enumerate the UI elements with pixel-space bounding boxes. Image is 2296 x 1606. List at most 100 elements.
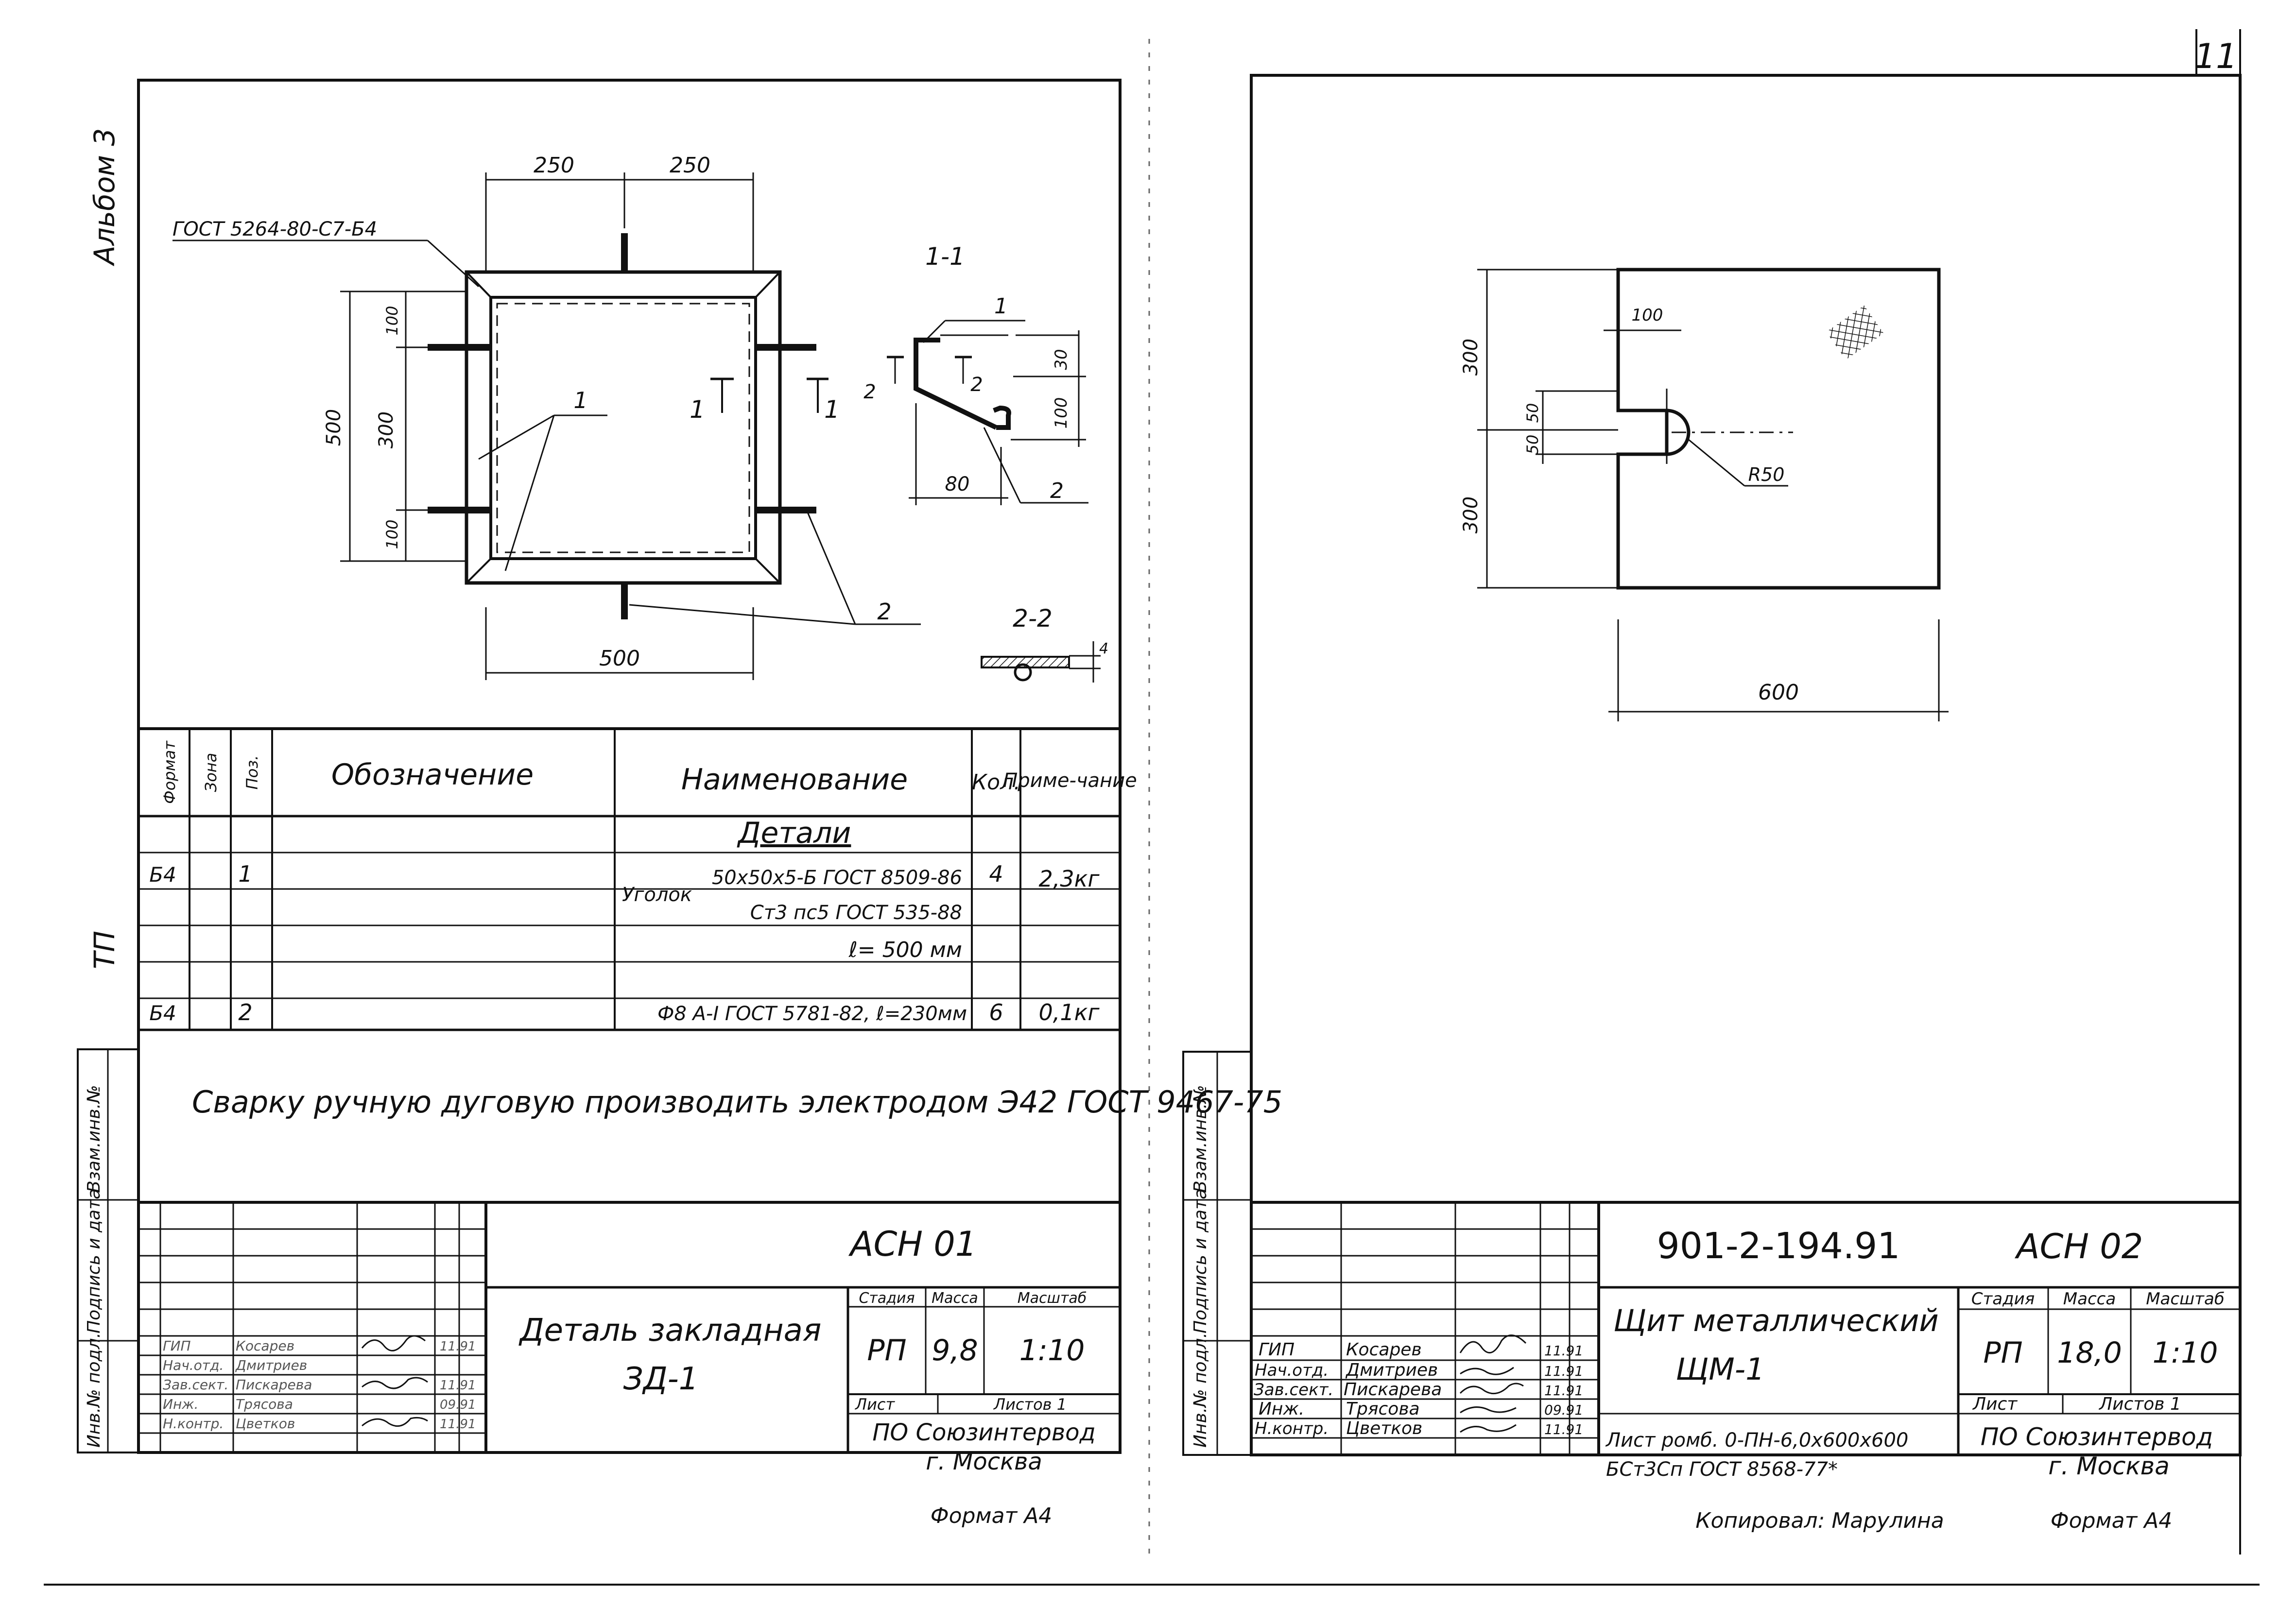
spec-header-qty: Кол. (972, 770, 1020, 795)
pos-1-label: 1 (573, 387, 587, 413)
sec-dim-100: 100 (1052, 397, 1071, 429)
right-sig-date-4: 09.91 (1544, 1402, 1583, 1418)
left-format-label: Формат А4 (931, 1503, 1053, 1528)
shield-dim-600: 600 (1758, 680, 1799, 705)
left-frame (137, 79, 1122, 1454)
shield-dim-300-bottom: 300 (1460, 496, 1482, 533)
pos-1-leader (478, 414, 554, 460)
welding-note: Сварку ручную дуговую производить электр… (192, 1084, 1282, 1120)
dim-250-b: 250 (670, 153, 710, 178)
left-title-line2: ЗД-1 (623, 1361, 699, 1397)
section-hook (993, 405, 1011, 430)
right-mass-label: Масса (2063, 1289, 2116, 1309)
right-sig-role-1: ГИП (1259, 1340, 1295, 1360)
row1-name-line3: ℓ= 500 мм (848, 938, 962, 962)
embedded-plate-plan: 250 250 500 100 300 100 500 1 (323, 153, 921, 680)
section-2-2-plate (981, 656, 1070, 668)
spec-table: Формат Зона Поз. Обозначение Наименовани… (138, 727, 1137, 1031)
row1-format: Б4 (149, 863, 176, 887)
right-sig-role-4: Инж. (1259, 1399, 1304, 1419)
section-1-1: 1-1 30 100 80 1 2 2 2 (863, 242, 1088, 505)
right-stamp-ref-inv: Взам.инв.№ (1191, 1085, 1210, 1193)
right-signature-scribble (1459, 1383, 1524, 1395)
copied-label: Копировал: Марулина (1695, 1508, 1944, 1533)
left-sig-name-2: Дмитриев (235, 1357, 307, 1373)
right-title-line2: ЩМ-1 (1675, 1351, 1764, 1387)
shield-dim-50-a: 50 (1523, 403, 1542, 423)
spec-header-format: Формат (160, 740, 179, 804)
left-stage: РП (867, 1333, 906, 1367)
pos-2-label: 2 (877, 598, 891, 625)
right-sig-name-4: Трясова (1346, 1399, 1420, 1419)
right-signature-scribble (1460, 1367, 1514, 1375)
dim-100-bottom: 100 (383, 519, 401, 549)
row2-name: Ф8 А-I ГОСТ 5781-82, ℓ=230мм (657, 1003, 967, 1025)
radius-leader (1688, 439, 1745, 487)
right-stamp-inv-orig: Инв.№ подл. (1191, 1333, 1210, 1448)
corner-line (755, 271, 781, 298)
right-org-line1: ПО Союзинтервод (1981, 1423, 2213, 1451)
left-signature-scribble (362, 1377, 428, 1389)
right-scale-label: Масштаб (2146, 1289, 2225, 1309)
right-material-line1: Лист ромб. 0-ПН-6,0x600x600 (1605, 1429, 1908, 1452)
row2-format: Б4 (149, 1001, 176, 1025)
left-scale: 1:10 (1019, 1333, 1085, 1367)
left-sig-date-3: 11.91 (440, 1378, 476, 1393)
right-title-line1: Щит металлический (1613, 1303, 1938, 1338)
left-sig-role-3: Зав.сект. (163, 1377, 228, 1393)
spec-header-note: Приме-чание (1003, 769, 1137, 792)
left-signature-scribble (362, 1417, 428, 1427)
right-mass: 18,0 (2057, 1336, 2122, 1370)
sec-pos-1: 1 (994, 294, 1008, 319)
right-sig-date-3: 11.91 (1544, 1383, 1583, 1399)
metal-shield-plan: 100 300 300 50 50 R50 600 (1460, 268, 1949, 721)
shield-dim-100: 100 (1632, 306, 1663, 325)
right-sig-role-5: Н.контр. (1255, 1419, 1329, 1438)
left-sig-name-1: Косарев (236, 1338, 294, 1354)
row2-qty: 6 (989, 999, 1003, 1025)
left-sig-date-5: 11.91 (440, 1417, 476, 1432)
spec-header-zone: Зона (202, 753, 220, 792)
corner-line (466, 558, 492, 584)
right-sig-role-3: Зав.сект. (1254, 1380, 1333, 1400)
row1-pos: 1 (238, 861, 252, 887)
sec-pos-2: 2 (1050, 478, 1064, 503)
right-org-line2: г. Москва (2048, 1452, 2170, 1480)
dim-300: 300 (375, 411, 397, 448)
row1-name-line2: Ст3 пс5 ГОСТ 535-88 (750, 902, 962, 924)
corner-line (755, 558, 781, 584)
plate-outer-frame (465, 270, 782, 585)
row2-note: 0,1кг (1038, 999, 1100, 1025)
right-signature-scribble (1460, 1424, 1517, 1433)
right-sig-name-3: Пискарева (1344, 1380, 1442, 1400)
left-scale-label: Масштаб (1018, 1290, 1087, 1307)
right-scale: 1:10 (2153, 1336, 2218, 1370)
dim-500-height: 500 (323, 409, 345, 446)
left-stamp-ref-inv: Взам.инв.№ (84, 1085, 104, 1193)
left-org-line1: ПО Союзинтервод (872, 1419, 1095, 1446)
corner-line (466, 271, 492, 298)
right-sig-name-5: Цветков (1346, 1418, 1422, 1438)
shield-notch-arc (1666, 409, 1691, 456)
left-stage-label: Стадия (859, 1290, 915, 1307)
shield-radius: R50 (1748, 464, 1785, 485)
spec-section-title: Детали (737, 816, 851, 850)
left-sheet: Альбом 3 ТП Взам.инв.№ Подпись и дата Ин… (77, 79, 1282, 1528)
right-title-block: ГИП Косарев 11.91 Нач.отд. Дмитриев 11.9… (1251, 1201, 2240, 1481)
pos-2-leader (629, 604, 856, 625)
left-code: АСН 01 (848, 1224, 977, 1264)
spec-header-name: Наименование (681, 763, 908, 797)
right-signature-scribble (1459, 1334, 1527, 1353)
dim-500-width: 500 (599, 646, 640, 671)
right-sig-date-5: 11.91 (1544, 1421, 1583, 1437)
right-code: АСН 02 (2015, 1227, 2143, 1266)
shield-dim-300-top: 300 (1460, 339, 1482, 376)
right-format-label: Формат А4 (2051, 1508, 2173, 1533)
tp-label: ТП (88, 931, 121, 969)
left-sheets-label: Листов 1 (993, 1395, 1067, 1414)
section-2-2: 2-2 4 (981, 604, 1108, 683)
right-material-line2: БСт3Сп ГОСТ 8568-77* (1606, 1458, 1838, 1481)
left-sig-date-4: 09.91 (440, 1398, 476, 1412)
left-title-block: ГИП Косарев 11.91 Нач.отд. Дмитриев Зав.… (138, 1201, 1120, 1475)
left-sig-name-5: Цветков (236, 1416, 295, 1432)
